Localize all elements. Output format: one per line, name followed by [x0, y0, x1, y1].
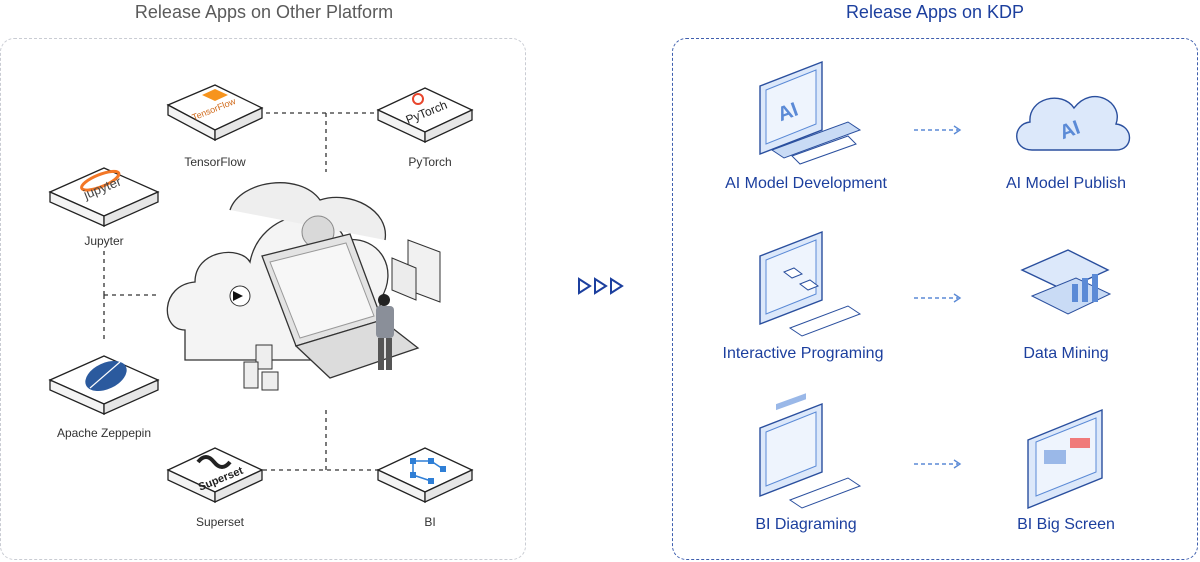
bi-big-screen-icon [1027, 408, 1103, 510]
ai-model-publish-icon [1016, 96, 1131, 151]
left-panel-title: Release Apps on Other Platform [134, 2, 394, 22]
zeppelin-box [48, 355, 160, 416]
kdp-label-bi-big-screen: BI Big Screen [1017, 516, 1115, 533]
play-icon [233, 291, 243, 301]
kdp-label-ai-model-publish: AI Model Publish [1005, 175, 1127, 192]
kdp-diagram: AI AI [759, 60, 1131, 510]
platform-label-pytorch: PyTorch [408, 155, 452, 169]
documents-illustration [391, 239, 441, 303]
arrow-right-icon [594, 277, 608, 295]
kdp-label-bi-diagraming: BI Diagraming [755, 516, 857, 533]
platform-label-jupyter: Jupyter [84, 234, 124, 248]
platform-label-superset: Superset [195, 515, 245, 529]
superset-box [166, 447, 264, 504]
laptop-illustration [261, 233, 420, 379]
pytorch-icon [412, 93, 424, 105]
jupyter-box [48, 167, 160, 228]
platform-label-bi: BI [424, 515, 436, 529]
ai-model-development-icon [759, 60, 862, 165]
arrow-right-icon [578, 277, 592, 295]
other-platform-panel [0, 38, 526, 560]
connector-lines [103, 112, 380, 471]
tensorflow-box [166, 84, 264, 142]
tensorflow-icon [202, 89, 228, 101]
person-illustration [376, 294, 394, 370]
arrow-right-icon [610, 277, 624, 295]
right-panel-title: Release Apps on KDP [845, 2, 1025, 22]
interactive-programing-icon [759, 230, 862, 337]
arrow-right-icon [953, 293, 962, 303]
bi-box [376, 447, 474, 504]
platform-label-zeppelin: Apache Zeppepin [56, 426, 152, 440]
kdp-label-data-mining: Data Mining [1023, 345, 1109, 362]
pytorch-box [376, 87, 474, 144]
platform-label-tensorflow: TensorFlow [184, 155, 246, 169]
arrow-right-icon [953, 459, 962, 469]
data-mining-icon [1020, 249, 1112, 315]
jupyter-icon [80, 169, 121, 192]
transition-arrows [578, 277, 624, 295]
bi-diagraming-icon [759, 393, 862, 509]
superset-icon [196, 455, 232, 469]
other-platform-diagram: TensorFlow TensorFlow PyTorch PyTorch ju… [48, 84, 474, 529]
arrow-right-icon [953, 125, 962, 135]
kdp-label-interactive-programing: Interactive Programing [722, 345, 884, 362]
kdp-panel [672, 38, 1198, 560]
kdp-label-ai-model-development: AI Model Development [725, 175, 887, 192]
data-cubes-illustration [243, 344, 279, 391]
